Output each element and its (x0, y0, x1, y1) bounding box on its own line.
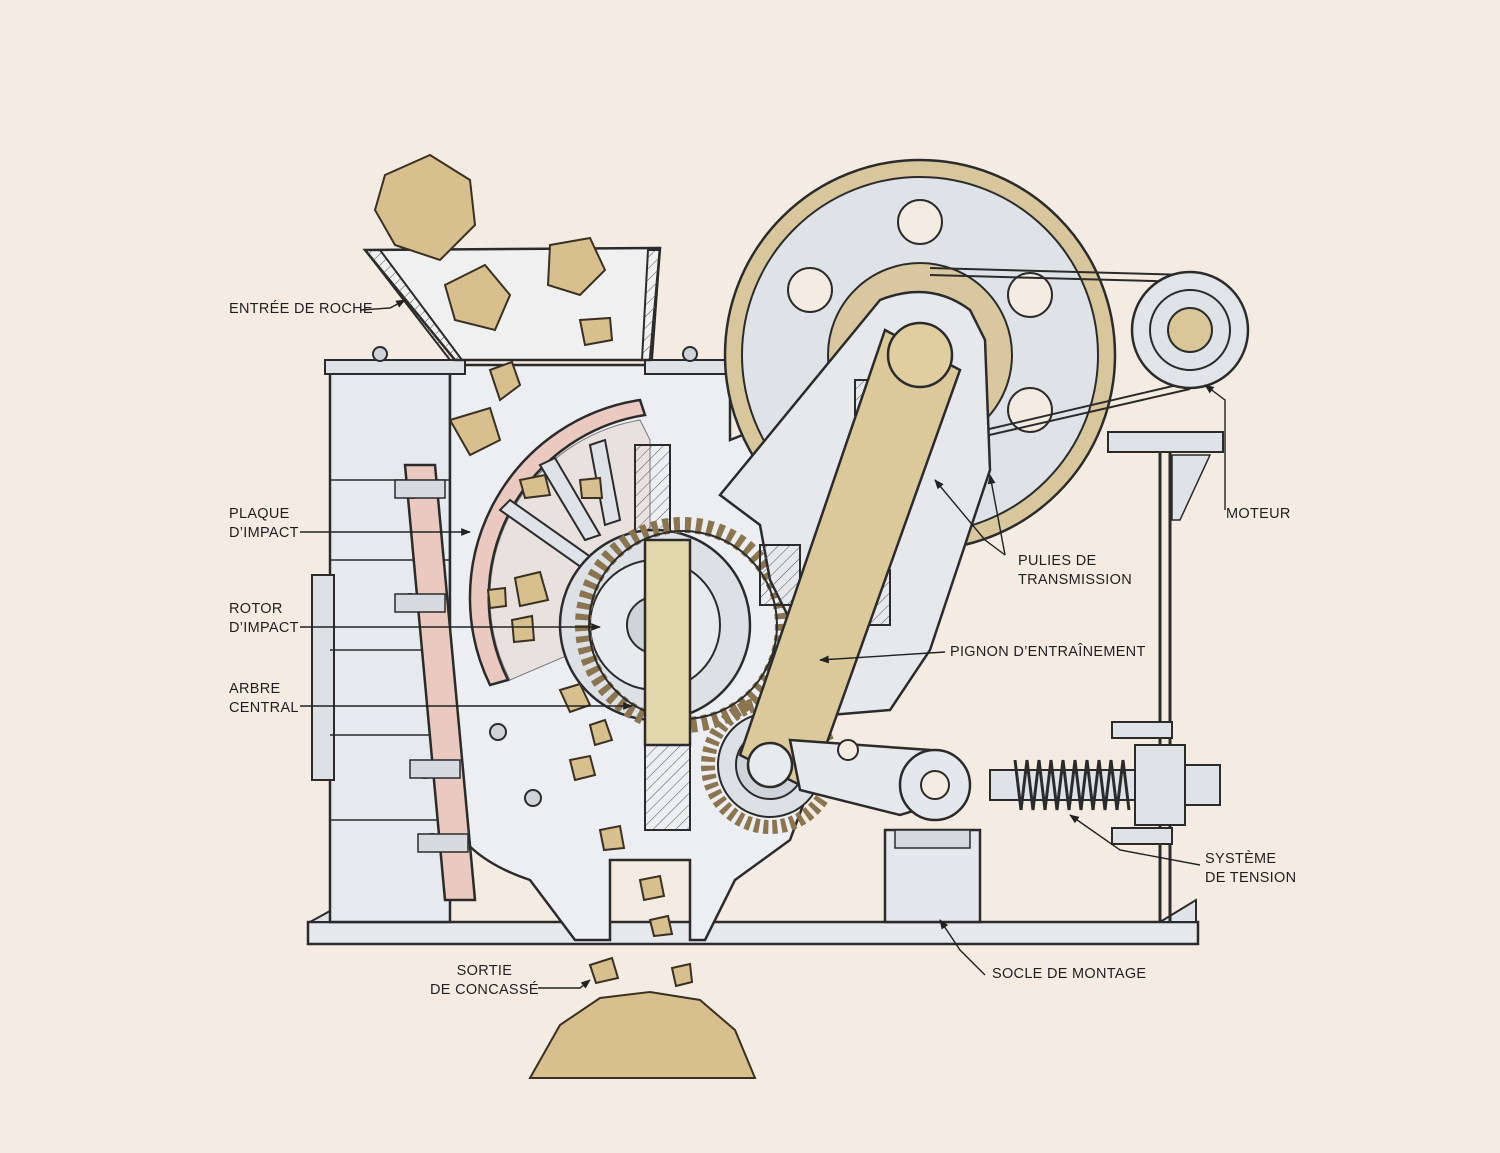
impact-plate (394, 463, 542, 902)
label-line-1: PLAQUE (229, 506, 290, 522)
label-mounting-base: SOCLE DE MONTAGE (992, 965, 1146, 984)
label-line-1: SYSTÈME (1205, 851, 1277, 867)
rocks (373, 153, 757, 1079)
label-text: SOCLE DE MONTAGE (992, 966, 1147, 982)
label-line-1: ARBRE (229, 681, 281, 697)
label-text: MOTEUR (1226, 506, 1291, 522)
label-central-shaft: ARBRE CENTRAL (229, 680, 299, 718)
rock-inlet-hopper (362, 246, 662, 362)
mounting-base (306, 828, 1200, 946)
label-drive-pinion: PIGNON D’ENTRAÎNEMENT (950, 643, 1146, 662)
label-text: ENTRÉE DE ROCHE (229, 301, 373, 317)
label-rock-inlet: ENTRÉE DE ROCHE (229, 300, 373, 319)
label-line-1: PULIES DE (1018, 553, 1097, 569)
label-tension-system: SYSTÈME DE TENSION (1205, 850, 1296, 888)
label-line-2: D’IMPACT (229, 525, 299, 541)
tension-system (788, 721, 1221, 845)
liner-block-lower (644, 744, 691, 831)
central-shaft (643, 538, 692, 747)
label-line-2: D’IMPACT (229, 620, 299, 636)
label-impact-rotor: ROTOR D’IMPACT (229, 600, 299, 638)
label-impact-plate: PLAQUE D’IMPACT (229, 505, 299, 543)
motor-pulley (1107, 270, 1250, 922)
label-line-1: ROTOR (229, 601, 283, 617)
label-line-2: CENTRAL (229, 700, 299, 716)
label-line-2: TRANSMISSION (1018, 572, 1132, 588)
label-line-2: DE TENSION (1205, 870, 1297, 886)
label-line-2: DE CONCASSÉ (430, 982, 539, 998)
label-crushed-outlet: SORTIE DE CONCASSÉ (430, 962, 539, 1000)
label-text: PIGNON D’ENTRAÎNEMENT (950, 644, 1146, 660)
drive-belt (929, 267, 1191, 437)
label-line-1: SORTIE (456, 963, 513, 979)
label-transmission-pulleys: PULIES DE TRANSMISSION (1018, 552, 1132, 590)
label-motor: MOTEUR (1226, 505, 1291, 524)
leader-lines (300, 299, 1226, 989)
